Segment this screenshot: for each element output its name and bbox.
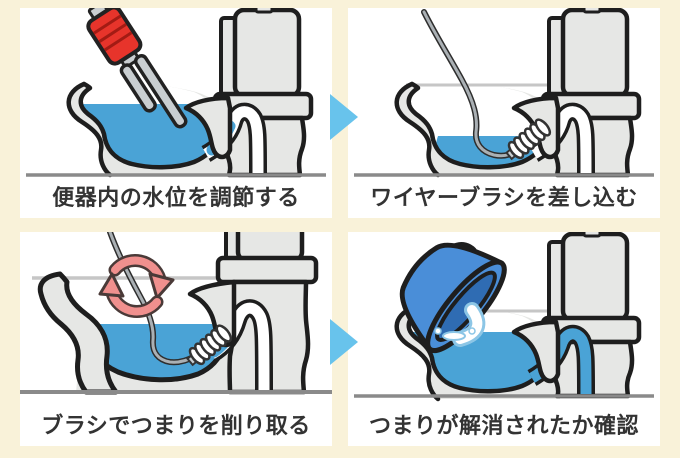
toilet-pump-illustration — [26, 8, 326, 178]
trap-inlet-lip — [183, 95, 233, 160]
step-2-caption: ワイヤーブラシを差し込む — [370, 185, 638, 210]
tank — [232, 8, 302, 99]
step-4-panel: つまりが解消されたか確認 — [348, 232, 660, 446]
step-1-caption: 便器内の水位を調節する — [52, 185, 300, 210]
step-2-panel: ワイヤーブラシを差し込む — [348, 8, 660, 218]
arrow-right-icon-bottom — [330, 319, 358, 365]
coil-brush-icon — [505, 118, 552, 161]
wire-icon — [421, 9, 519, 159]
pump-icon — [86, 8, 188, 129]
rotation-arrows-icon — [98, 254, 175, 318]
step-3-panel: ブラシでつまりを削り取る — [20, 232, 332, 446]
step-3-caption: ブラシでつまりを削り取る — [41, 413, 311, 438]
toilet-body — [32, 232, 319, 395]
toilet-wire-illustration — [354, 8, 654, 178]
coil-brush-icon — [186, 324, 233, 367]
trap-inlet-lip — [511, 319, 561, 384]
arrow-right-icon-top — [330, 94, 358, 140]
toilet-bucket-illustration — [354, 232, 654, 402]
toilet-shelf — [215, 255, 319, 285]
step-1-panel: 便器内の水位を調節する — [20, 8, 332, 218]
step-4-caption: つまりが解消されたか確認 — [368, 413, 639, 438]
wire-icon — [107, 232, 200, 366]
tank — [560, 8, 630, 99]
splash — [442, 331, 466, 341]
toilet-body — [66, 8, 314, 178]
toilet-scrub-illustration — [20, 232, 332, 395]
tank — [560, 232, 630, 323]
bucket-icon — [399, 242, 507, 354]
